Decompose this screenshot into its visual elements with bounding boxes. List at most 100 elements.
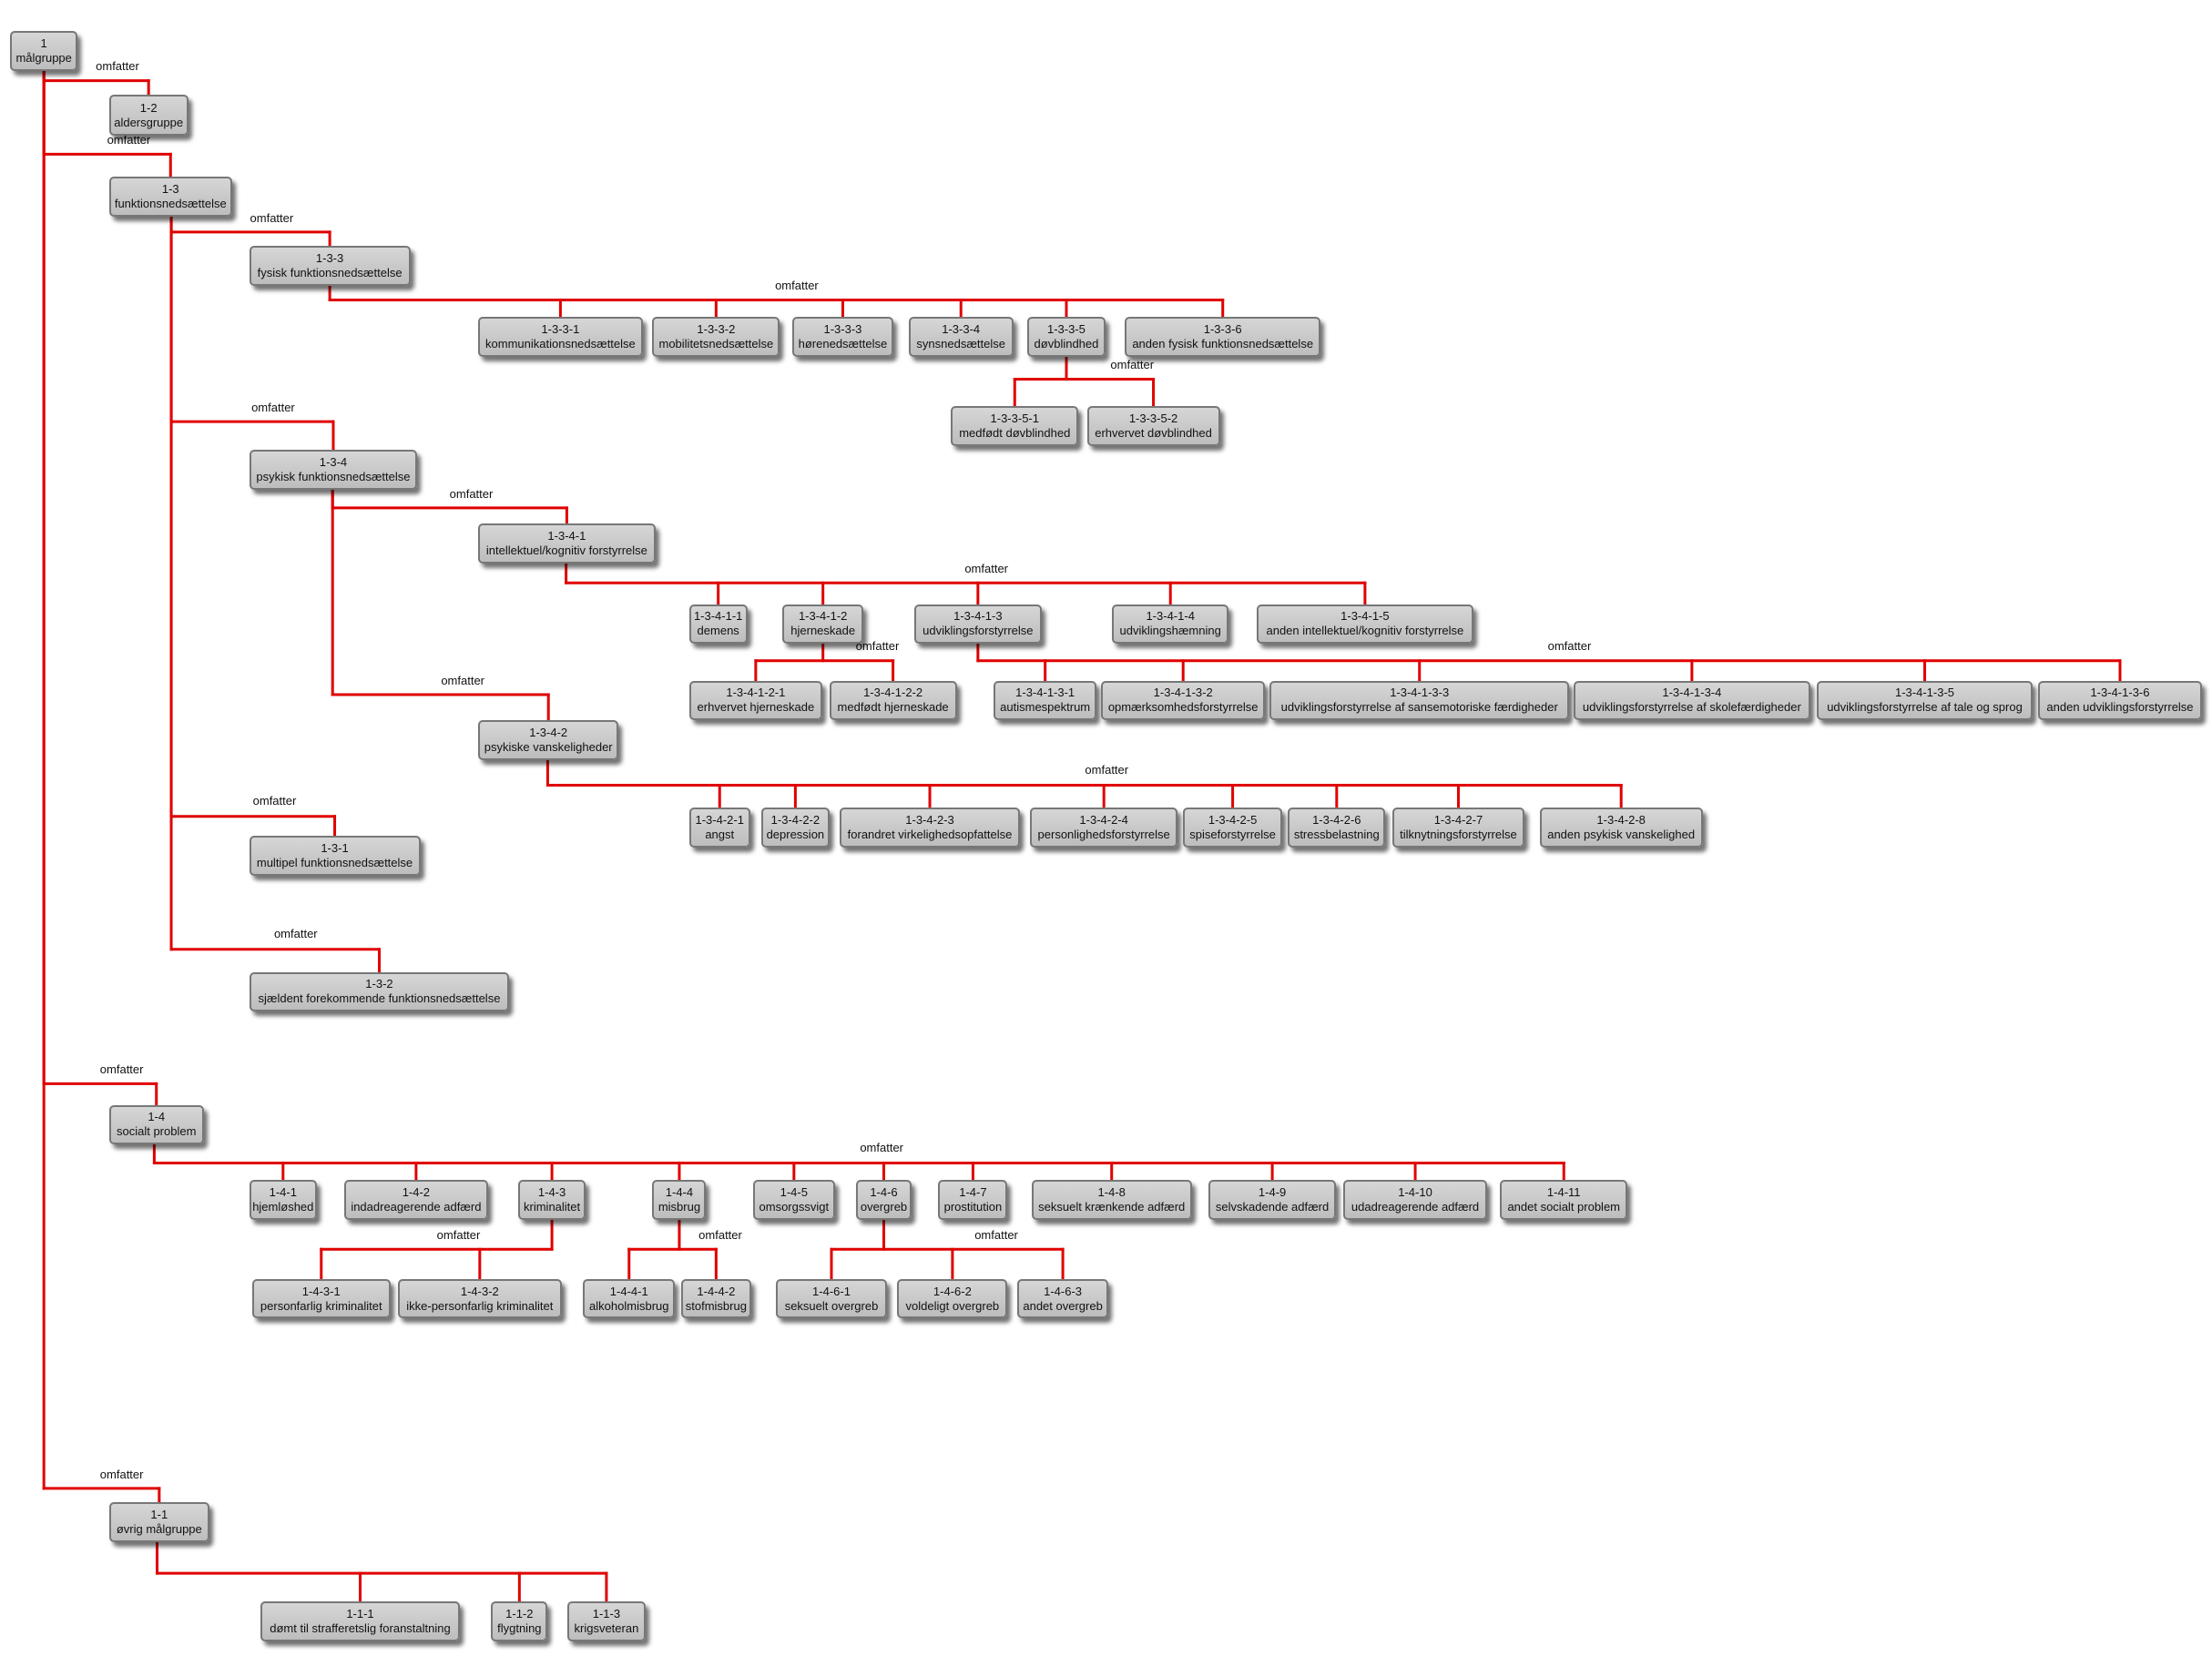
node-label: krigsveteran: [574, 1620, 639, 1635]
edge-label: omfatter: [107, 133, 151, 147]
node-code: 1-3-3-2: [697, 321, 736, 336]
node-code: 1-3-3-1: [541, 321, 580, 336]
edge-label: omfatter: [855, 639, 900, 654]
edge-label: omfatter: [974, 1227, 1018, 1242]
edge-label: omfatter: [449, 486, 494, 501]
edge-label: omfatter: [250, 210, 294, 225]
node-label: multipel funktionsnedsættelse: [256, 856, 413, 870]
node-label: kriminalitet: [524, 1199, 581, 1214]
edge-label: omfatter: [1547, 639, 1592, 654]
edge-label: omfatter: [1110, 358, 1155, 372]
node-code: 1-3-2: [365, 977, 393, 991]
node-code: 1-4-8: [1097, 1184, 1126, 1199]
node-label: socialt problem: [116, 1124, 197, 1139]
node-code: 1-3-4-2: [529, 725, 568, 739]
node-label: sjældent forekommende funktionsnedsættel…: [258, 991, 501, 1006]
node-code: 1-4-4-2: [697, 1284, 736, 1298]
node-label: overgreb: [860, 1199, 908, 1214]
node-label: anden udviklingsforstyrrelse: [2046, 700, 2194, 715]
node-code: 1-3-4-2-4: [1079, 813, 1128, 828]
edge-label: omfatter: [436, 1227, 481, 1242]
node-label: depression: [766, 828, 825, 842]
node-label: selvskadende adfærd: [1215, 1199, 1330, 1214]
node-code: 1-4-6-3: [1044, 1284, 1083, 1298]
node-label: hjemløshed: [252, 1199, 314, 1214]
node-label: døvblindhed: [1034, 336, 1099, 351]
edge-label: omfatter: [251, 400, 295, 414]
edge-label: omfatter: [964, 561, 1009, 575]
edge-label: omfatter: [1085, 762, 1129, 777]
node-label: angst: [705, 828, 735, 842]
node-code: 1-3-3: [315, 251, 344, 266]
node-code: 1-3-4-1-3-2: [1153, 686, 1213, 700]
node-code: 1-3-4-2-8: [1596, 813, 1646, 828]
node-code: 1-1: [150, 1508, 168, 1522]
node-label: alkoholmisbrug: [589, 1298, 669, 1313]
node-label: stofmisbrug: [685, 1298, 747, 1313]
node-label: dømt til strafferetslig foranstaltning: [270, 1620, 451, 1635]
node-code: 1-4-7: [959, 1184, 987, 1199]
